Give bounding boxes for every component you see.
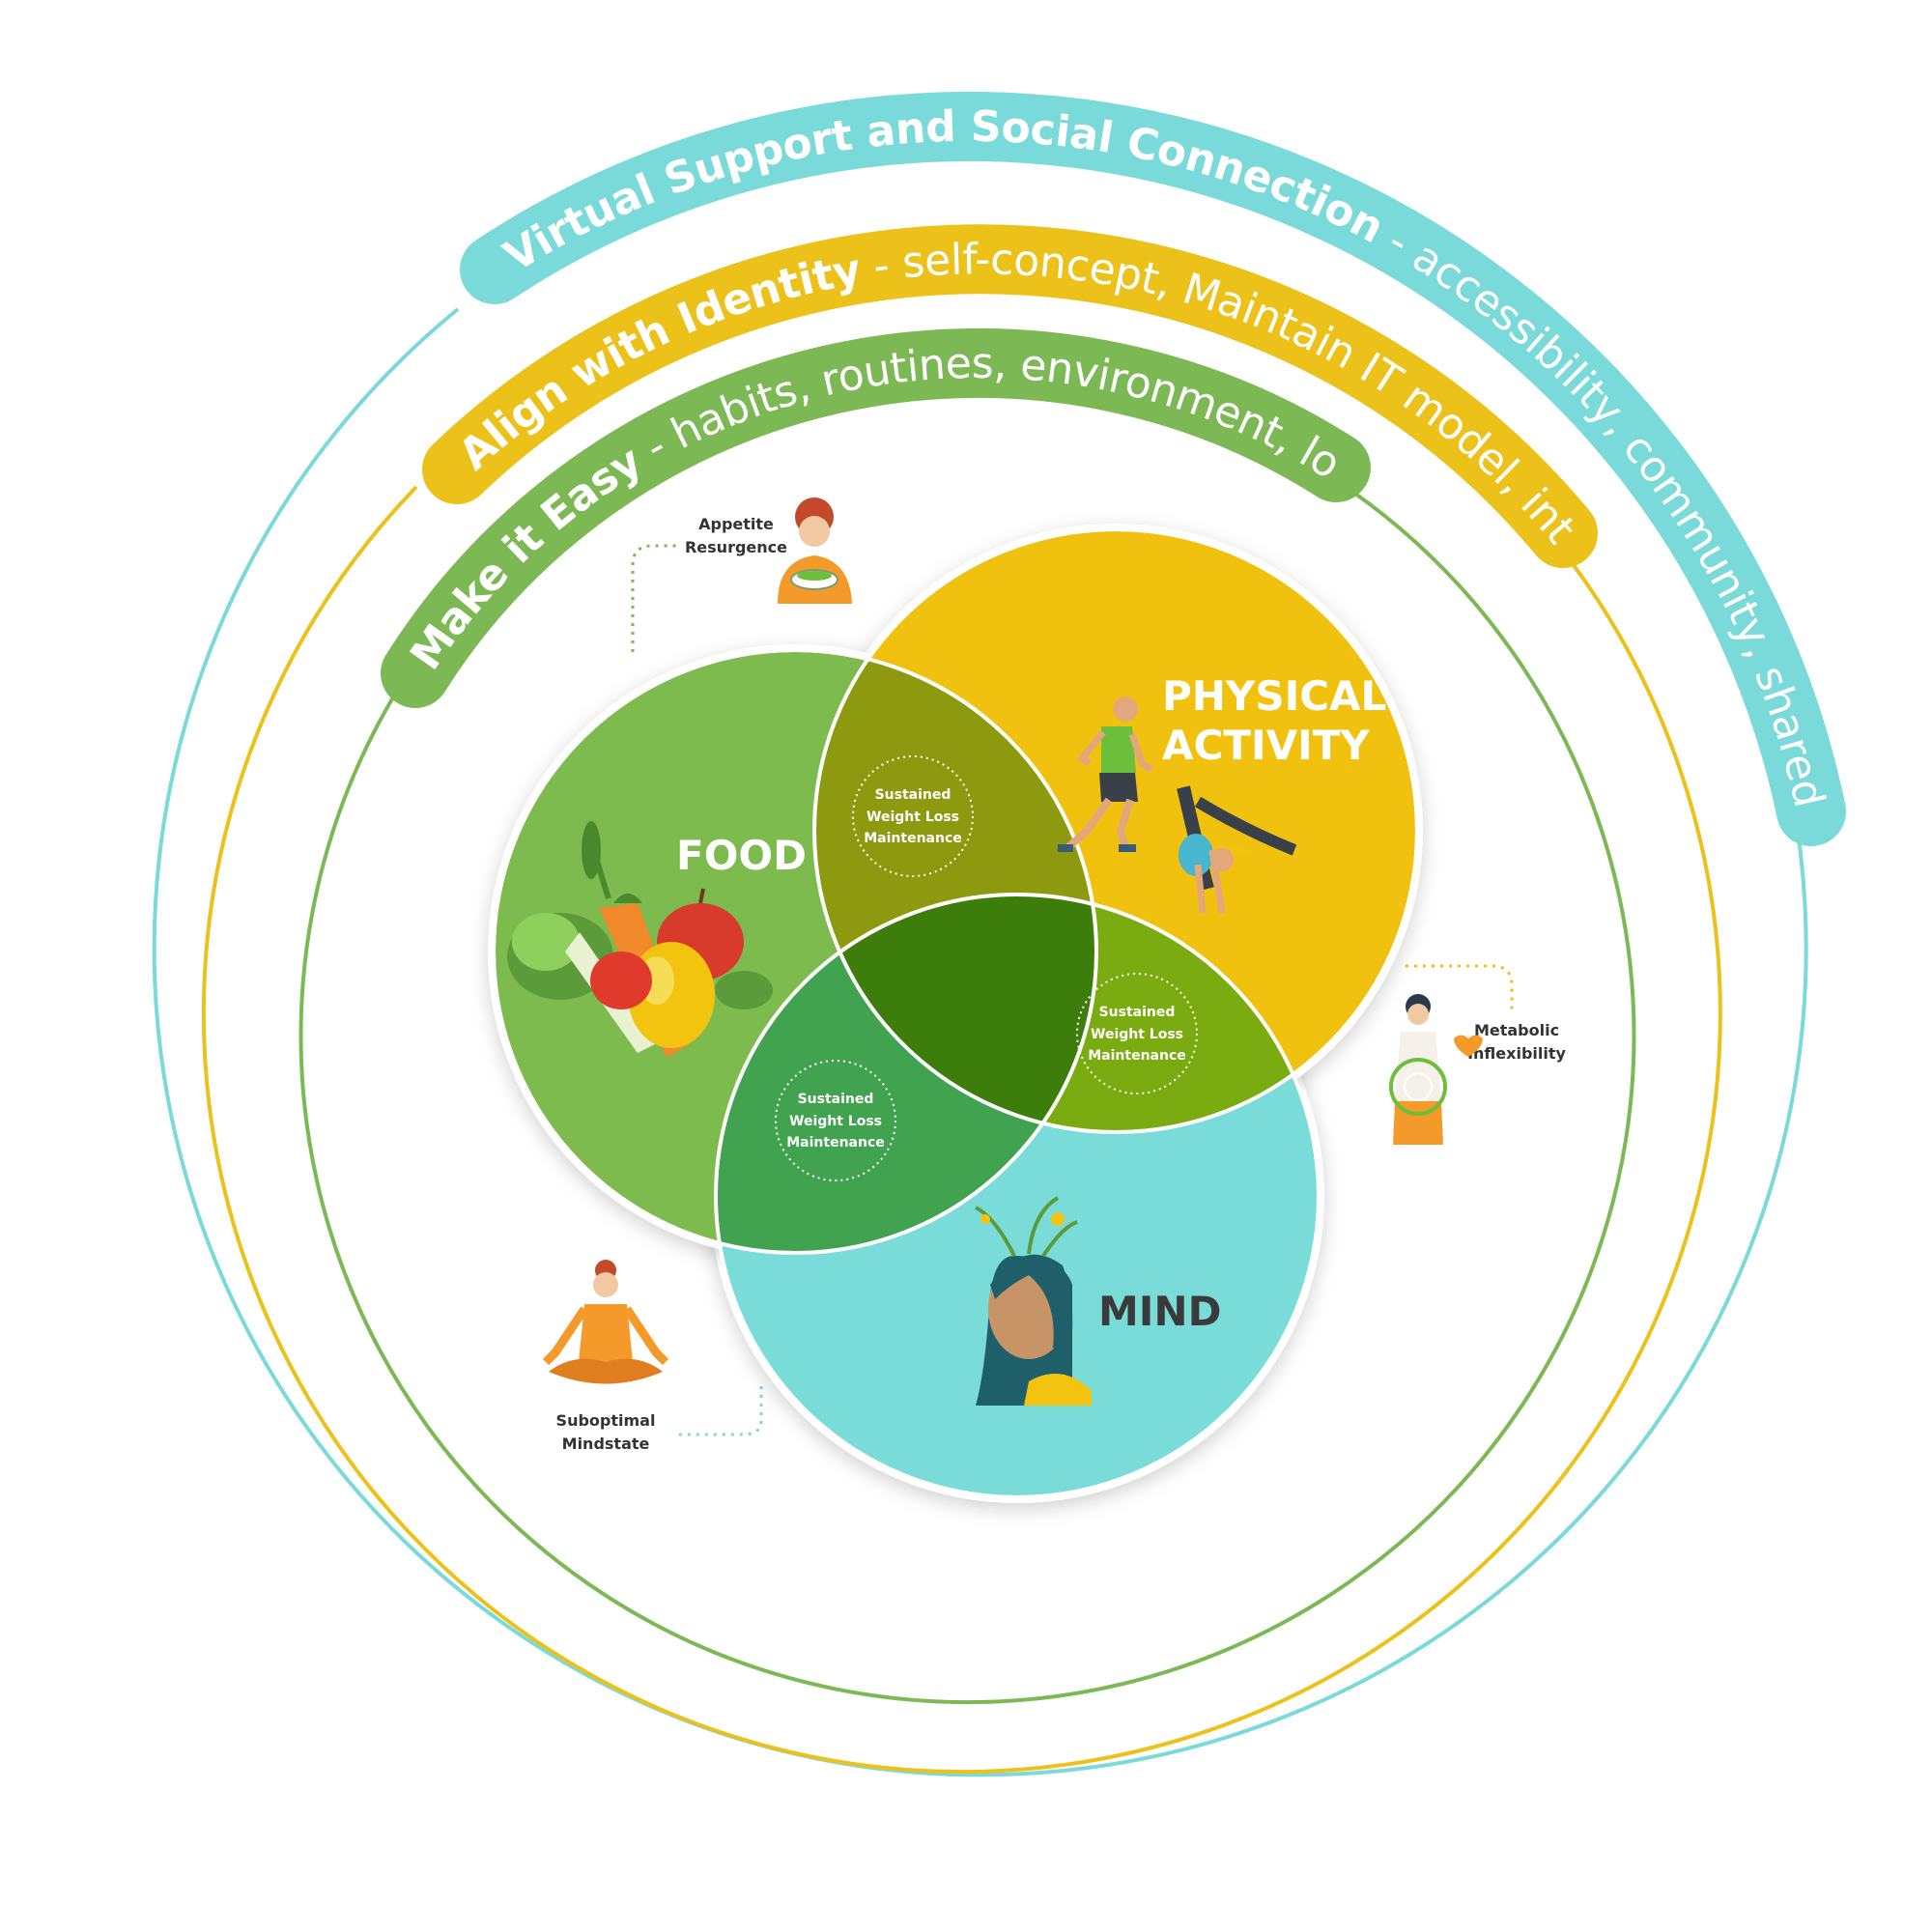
mindstate-callout: Suboptimal Mindstate <box>542 1260 669 1453</box>
overlap-badge-food-mind: Sustained Weight Loss Maintenance <box>775 1060 896 1181</box>
svg-text:Sustained: Sustained <box>875 787 952 803</box>
svg-text:Inflexibility: Inflexibility <box>1467 1044 1566 1063</box>
mindstate-connector <box>676 1386 763 1436</box>
appetite-callout: Appetite Resurgence <box>685 497 852 604</box>
food-outline <box>492 648 1098 1255</box>
svg-text:Sustained: Sustained <box>798 1092 874 1107</box>
food-label: FOOD <box>676 832 807 879</box>
overlap-badge-food-activity: Sustained Weight Loss Maintenance <box>852 755 974 877</box>
mind-outline <box>714 893 1321 1499</box>
vegetables-icon <box>507 821 773 1058</box>
svg-text:Maintenance: Maintenance <box>864 831 962 846</box>
middle-ring <box>201 485 1722 1775</box>
meditating-person-icon <box>542 1260 669 1384</box>
outer-band <box>460 91 1846 846</box>
svg-text:Sustained: Sustained <box>1099 1005 1176 1020</box>
svg-text:Suboptimal: Suboptimal <box>556 1411 656 1430</box>
appetite-connector <box>631 544 681 652</box>
overlap-badge-activity-mind: Sustained Weight Loss Maintenance <box>1076 973 1198 1094</box>
svg-text:Resurgence: Resurgence <box>685 538 787 556</box>
svg-text:Mindstate: Mindstate <box>562 1435 650 1453</box>
inner-band <box>381 327 1371 708</box>
metabolism-body-icon <box>1389 994 1483 1145</box>
svg-text:Maintenance: Maintenance <box>786 1135 885 1151</box>
metabolic-callout: Metabolic Inflexibility <box>1389 994 1566 1145</box>
inner-ring <box>298 487 1636 1705</box>
yoga-pose-icon <box>1177 785 1297 914</box>
svg-text:Weight Loss: Weight Loss <box>1091 1027 1183 1042</box>
mind-label: MIND <box>1098 1288 1221 1335</box>
activity-outline <box>812 527 1419 1134</box>
svg-text:Appetite: Appetite <box>698 515 774 533</box>
metabolic-connector <box>1406 964 1514 1014</box>
eating-person-icon <box>778 497 852 604</box>
runner-icon <box>1058 696 1154 852</box>
activity-label-line1: PHYSICAL <box>1162 672 1386 720</box>
activity-label-line2: ACTIVITY <box>1162 722 1370 769</box>
venn-circles <box>488 524 1423 1503</box>
svg-text:Metabolic: Metabolic <box>1474 1021 1559 1039</box>
woman-head-icon <box>975 1196 1092 1406</box>
svg-text:Maintenance: Maintenance <box>1088 1048 1186 1064</box>
svg-text:Weight Loss: Weight Loss <box>789 1114 882 1129</box>
svg-text:Weight Loss: Weight Loss <box>867 810 959 825</box>
middle-band <box>422 224 1598 568</box>
